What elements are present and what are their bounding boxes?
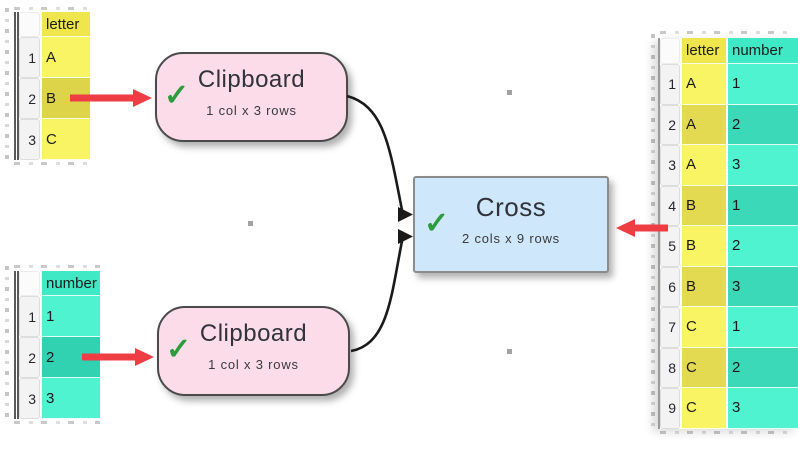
table-cell[interactable]: C [682, 347, 726, 388]
column-header-letter[interactable]: letter [42, 12, 90, 37]
table-cell[interactable]: A [682, 104, 726, 145]
row-number[interactable]: 3 [19, 119, 40, 160]
table-cell[interactable]: 1 [728, 64, 798, 105]
torn-edge [660, 31, 794, 34]
node-clipboard-bottom[interactable]: ✓ Clipboard 1 col x 3 rows [157, 306, 350, 396]
table-cell[interactable]: 3 [728, 145, 798, 186]
table-cell[interactable]: C [682, 388, 726, 429]
row-number[interactable]: 1 [19, 37, 40, 78]
table-row-selected: 2 B [19, 78, 90, 119]
table-cell[interactable]: 3 [728, 388, 798, 429]
status-ok-icon: ✓ [166, 332, 192, 366]
row-number-gutter [19, 271, 40, 296]
table-cell[interactable]: 1 [728, 185, 798, 226]
row-number[interactable]: 2 [19, 78, 40, 119]
row-number-gutter [19, 12, 40, 37]
table-row-selected: 2 2 [19, 337, 100, 378]
column-header-letter[interactable]: letter [682, 38, 726, 64]
table-row: 1 A [19, 37, 90, 78]
table-row: 8 C 2 [660, 347, 798, 388]
torn-edge [651, 34, 655, 432]
node-title: Cross [475, 192, 547, 222]
row-number[interactable]: 5 [660, 226, 680, 267]
row-number[interactable]: 3 [19, 378, 40, 419]
node-cross[interactable]: ✓ Cross 2 cols x 9 rows [413, 176, 609, 273]
table-cell[interactable]: B [42, 78, 90, 119]
red-arrowhead-icon [135, 348, 154, 366]
table-row: 5 B 2 [660, 226, 798, 267]
torn-edge [14, 421, 100, 424]
table-cell[interactable]: 1 [728, 307, 798, 348]
table-cell[interactable]: A [42, 37, 90, 78]
node-subtitle: 1 col x 3 rows [208, 357, 299, 372]
table-cell[interactable]: B [682, 185, 726, 226]
table-cell[interactable]: A [682, 64, 726, 105]
torn-edge [5, 266, 9, 418]
torn-edge [14, 265, 100, 268]
table-cell[interactable]: 1 [42, 296, 100, 337]
row-number[interactable]: 6 [660, 266, 680, 307]
table-cell[interactable]: A [682, 145, 726, 186]
connector-clipboard-top-to-cross[interactable] [346, 94, 413, 222]
column-header-number[interactable]: number [42, 271, 100, 296]
table-cell[interactable]: 2 [728, 104, 798, 145]
row-number[interactable]: 1 [660, 64, 680, 105]
row-number[interactable]: 2 [19, 337, 40, 378]
table-row: 3 A 3 [660, 145, 798, 186]
row-number[interactable]: 8 [660, 347, 680, 388]
table-row: 7 C 1 [660, 307, 798, 348]
source-table-letters: letter 1 A 2 B 3 C [14, 12, 90, 160]
grid-dot [507, 349, 512, 354]
node-subtitle: 1 col x 3 rows [206, 103, 297, 118]
table-cell[interactable]: 3 [42, 378, 100, 419]
node-title: Clipboard [197, 66, 306, 93]
table-cell[interactable]: 2 [728, 226, 798, 267]
grid-dot [507, 90, 512, 95]
red-arrowhead-icon [616, 219, 635, 237]
torn-edge [14, 162, 90, 165]
connector-arrowhead-icon [398, 229, 413, 244]
connector-arrowhead-icon [398, 207, 413, 222]
row-number[interactable]: 4 [660, 185, 680, 226]
table-row: 9 C 3 [660, 388, 798, 429]
row-number-gutter [660, 38, 680, 64]
torn-edge [14, 7, 90, 10]
table-row: 4 B 1 [660, 185, 798, 226]
table-cell[interactable]: C [682, 307, 726, 348]
table-cell[interactable]: B [682, 226, 726, 267]
table-row: 1 A 1 [660, 64, 798, 105]
source-table-numbers: number 1 1 2 2 3 3 [14, 271, 100, 419]
red-arrowhead-icon [133, 89, 152, 107]
node-subtitle: 2 cols x 9 rows [462, 231, 560, 246]
table-cell[interactable]: 2 [728, 347, 798, 388]
table-row: 1 1 [19, 296, 100, 337]
table-row: 6 B 3 [660, 266, 798, 307]
node-clipboard-top[interactable]: ✓ Clipboard 1 col x 3 rows [155, 52, 348, 142]
table-header-row: number [19, 271, 100, 296]
table-cell[interactable]: 3 [728, 266, 798, 307]
table-header-row: letter number [660, 38, 798, 64]
row-number[interactable]: 3 [660, 145, 680, 186]
grid-dot [248, 221, 253, 226]
table-cell[interactable]: C [42, 119, 90, 160]
table-row: 3 3 [19, 378, 100, 419]
table-header-row: letter [19, 12, 90, 37]
table-row: 2 A 2 [660, 104, 798, 145]
row-number[interactable]: 1 [19, 296, 40, 337]
row-number[interactable]: 7 [660, 307, 680, 348]
node-title: Clipboard [199, 320, 308, 347]
torn-edge [5, 8, 9, 160]
connector-clipboard-bottom-to-cross[interactable] [350, 229, 413, 353]
result-table: letter number 1 A 1 2 A 2 3 A 3 4 B 1 5 … [658, 38, 798, 429]
table-row: 3 C [19, 119, 90, 160]
status-ok-icon: ✓ [424, 206, 450, 240]
status-ok-icon: ✓ [164, 78, 190, 112]
table-cell[interactable]: 2 [42, 337, 100, 378]
row-number[interactable]: 2 [660, 104, 680, 145]
torn-edge [660, 431, 794, 434]
column-header-number[interactable]: number [728, 38, 798, 64]
row-number[interactable]: 9 [660, 388, 680, 429]
table-cell[interactable]: B [682, 266, 726, 307]
